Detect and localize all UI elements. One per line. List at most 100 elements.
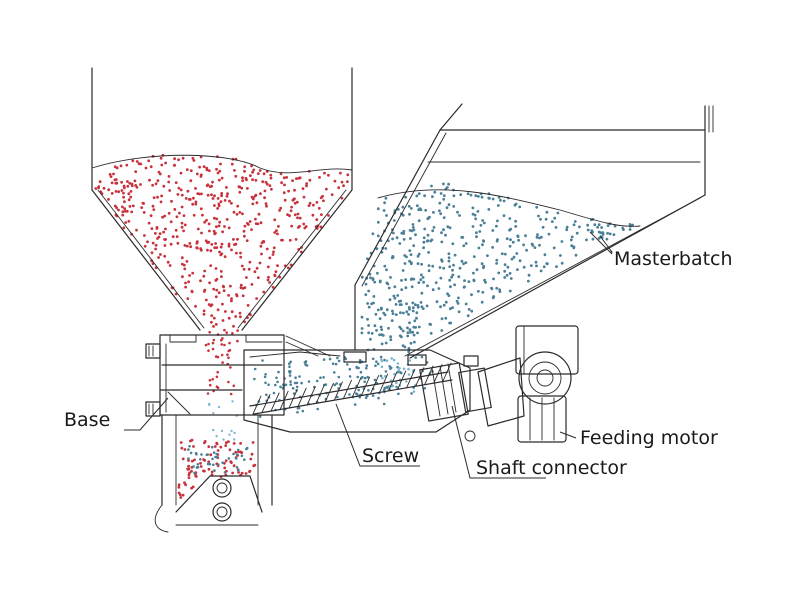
particle (231, 400, 234, 403)
particle (280, 181, 283, 185)
particle (259, 192, 262, 196)
particle (422, 246, 425, 250)
particle (384, 370, 388, 373)
particle (597, 236, 601, 240)
particle (483, 278, 486, 282)
particle (236, 448, 240, 452)
particle (152, 208, 156, 212)
particle (197, 192, 201, 196)
particle (173, 208, 177, 211)
particle (365, 366, 368, 370)
particle (372, 295, 376, 298)
particle (213, 246, 217, 250)
particle (296, 411, 299, 414)
particle (255, 297, 258, 300)
particle (396, 208, 400, 211)
particle (320, 213, 323, 217)
particle (216, 449, 220, 452)
particle (428, 322, 432, 326)
particle (207, 303, 211, 306)
particle (511, 240, 515, 244)
particle (427, 251, 430, 254)
particle (498, 290, 502, 293)
particle (252, 168, 256, 172)
particle (304, 361, 307, 364)
particle (544, 217, 548, 221)
particle (156, 195, 159, 199)
particle (173, 157, 177, 161)
particle (422, 240, 426, 244)
particle (346, 173, 350, 177)
particle (300, 381, 303, 385)
particle (199, 247, 203, 251)
particle (514, 202, 518, 206)
particle (267, 275, 270, 279)
particle (177, 186, 181, 190)
particle (388, 365, 391, 368)
particle (230, 248, 233, 252)
particle (375, 360, 378, 364)
main-material-particles (94, 153, 350, 499)
particle (476, 210, 480, 213)
particle (419, 278, 423, 282)
particle (266, 278, 270, 282)
particle (285, 176, 288, 179)
particle (407, 313, 410, 316)
particle (505, 273, 509, 277)
particle (207, 349, 210, 353)
particle (431, 288, 435, 292)
particle (278, 209, 281, 212)
particle (304, 225, 308, 228)
particle (294, 238, 298, 241)
particle (423, 194, 426, 198)
particle (378, 317, 382, 320)
particle (255, 266, 259, 270)
particle (505, 237, 509, 241)
particle (183, 448, 187, 451)
particle (444, 233, 447, 237)
particle (235, 466, 239, 469)
particle (477, 246, 481, 250)
particle (487, 208, 491, 211)
particle (288, 374, 292, 377)
particle (517, 238, 520, 242)
particle (191, 485, 195, 489)
particle (475, 235, 478, 239)
particle (427, 269, 431, 273)
particle (208, 281, 212, 285)
particle (298, 216, 302, 220)
particle (190, 289, 194, 293)
particle (221, 302, 224, 306)
particle (491, 296, 495, 300)
particle (298, 375, 301, 378)
particle (514, 219, 517, 223)
particle (253, 463, 257, 467)
particle (195, 466, 199, 469)
particle (396, 362, 400, 365)
particle (149, 165, 153, 169)
particle (203, 220, 207, 224)
particle (565, 225, 569, 229)
particle (189, 169, 193, 173)
particle (608, 232, 612, 236)
particle (256, 222, 260, 226)
particle (463, 285, 466, 289)
particle (254, 217, 257, 221)
particle (209, 264, 213, 267)
particle (390, 319, 394, 322)
particle (413, 340, 416, 344)
particle (220, 343, 223, 346)
particle (123, 209, 127, 213)
particle (408, 328, 412, 332)
particle (241, 294, 245, 298)
particle (212, 412, 215, 415)
particle (399, 303, 403, 306)
particle (438, 201, 442, 205)
particle (333, 179, 337, 183)
particle (427, 264, 431, 267)
particle (180, 205, 184, 209)
particle (248, 220, 252, 223)
particle (225, 194, 229, 198)
particle (426, 284, 429, 288)
particle (265, 247, 269, 251)
